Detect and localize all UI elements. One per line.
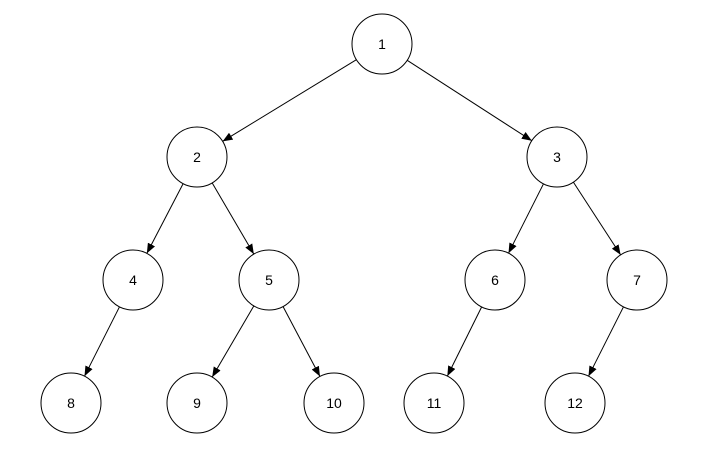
node-circle — [351, 13, 413, 75]
tree-node-11: 11 — [403, 372, 465, 434]
node-circle — [102, 249, 164, 311]
edge-1-to-3-arrow — [406, 59, 533, 142]
node-label: 8 — [67, 395, 75, 411]
node-label: 11 — [427, 395, 442, 411]
node-circle — [526, 126, 588, 188]
edge-4-to-8-arrow — [84, 306, 120, 377]
node-label: 12 — [567, 395, 583, 411]
node-circle — [166, 126, 228, 188]
tree-node-3: 3 — [526, 126, 588, 188]
tree-node-10: 10 — [303, 372, 365, 434]
tree-node-1: 1 — [351, 13, 413, 75]
node-label: 7 — [633, 272, 641, 288]
tree-node-2: 2 — [166, 126, 228, 188]
node-label: 5 — [265, 272, 273, 288]
node-label: 3 — [553, 149, 561, 165]
edge-3-to-7-arrow — [572, 181, 622, 256]
edge-5-to-9-arrow — [211, 305, 255, 378]
tree-node-7: 7 — [606, 249, 668, 311]
node-label: 9 — [193, 395, 201, 411]
node-circle — [166, 372, 228, 434]
edge-2-to-5-arrow — [211, 182, 255, 255]
node-circle — [238, 249, 300, 311]
edge-6-to-11-arrow — [446, 306, 483, 377]
tree-node-5: 5 — [238, 249, 300, 311]
edge-3-to-6-arrow — [508, 183, 544, 254]
node-label: 4 — [129, 272, 137, 288]
tree-node-8: 8 — [40, 372, 102, 434]
node-circle — [544, 372, 606, 434]
node-circle — [303, 372, 365, 434]
node-label: 6 — [491, 272, 499, 288]
tree-node-9: 9 — [166, 372, 228, 434]
node-circle — [464, 249, 526, 311]
node-circle — [40, 372, 102, 434]
edges-layer — [84, 59, 624, 378]
edge-5-to-10-arrow — [282, 306, 321, 377]
edge-7-to-12-arrow — [588, 306, 624, 377]
edge-2-to-4-arrow — [146, 183, 184, 254]
node-label: 1 — [378, 36, 386, 52]
node-label: 10 — [326, 395, 342, 411]
node-circle — [403, 372, 465, 434]
node-label: 2 — [193, 149, 201, 165]
tree-node-4: 4 — [102, 249, 164, 311]
tree-node-6: 6 — [464, 249, 526, 311]
tree-node-12: 12 — [544, 372, 606, 434]
node-circle — [606, 249, 668, 311]
edge-1-to-2-arrow — [222, 59, 357, 142]
